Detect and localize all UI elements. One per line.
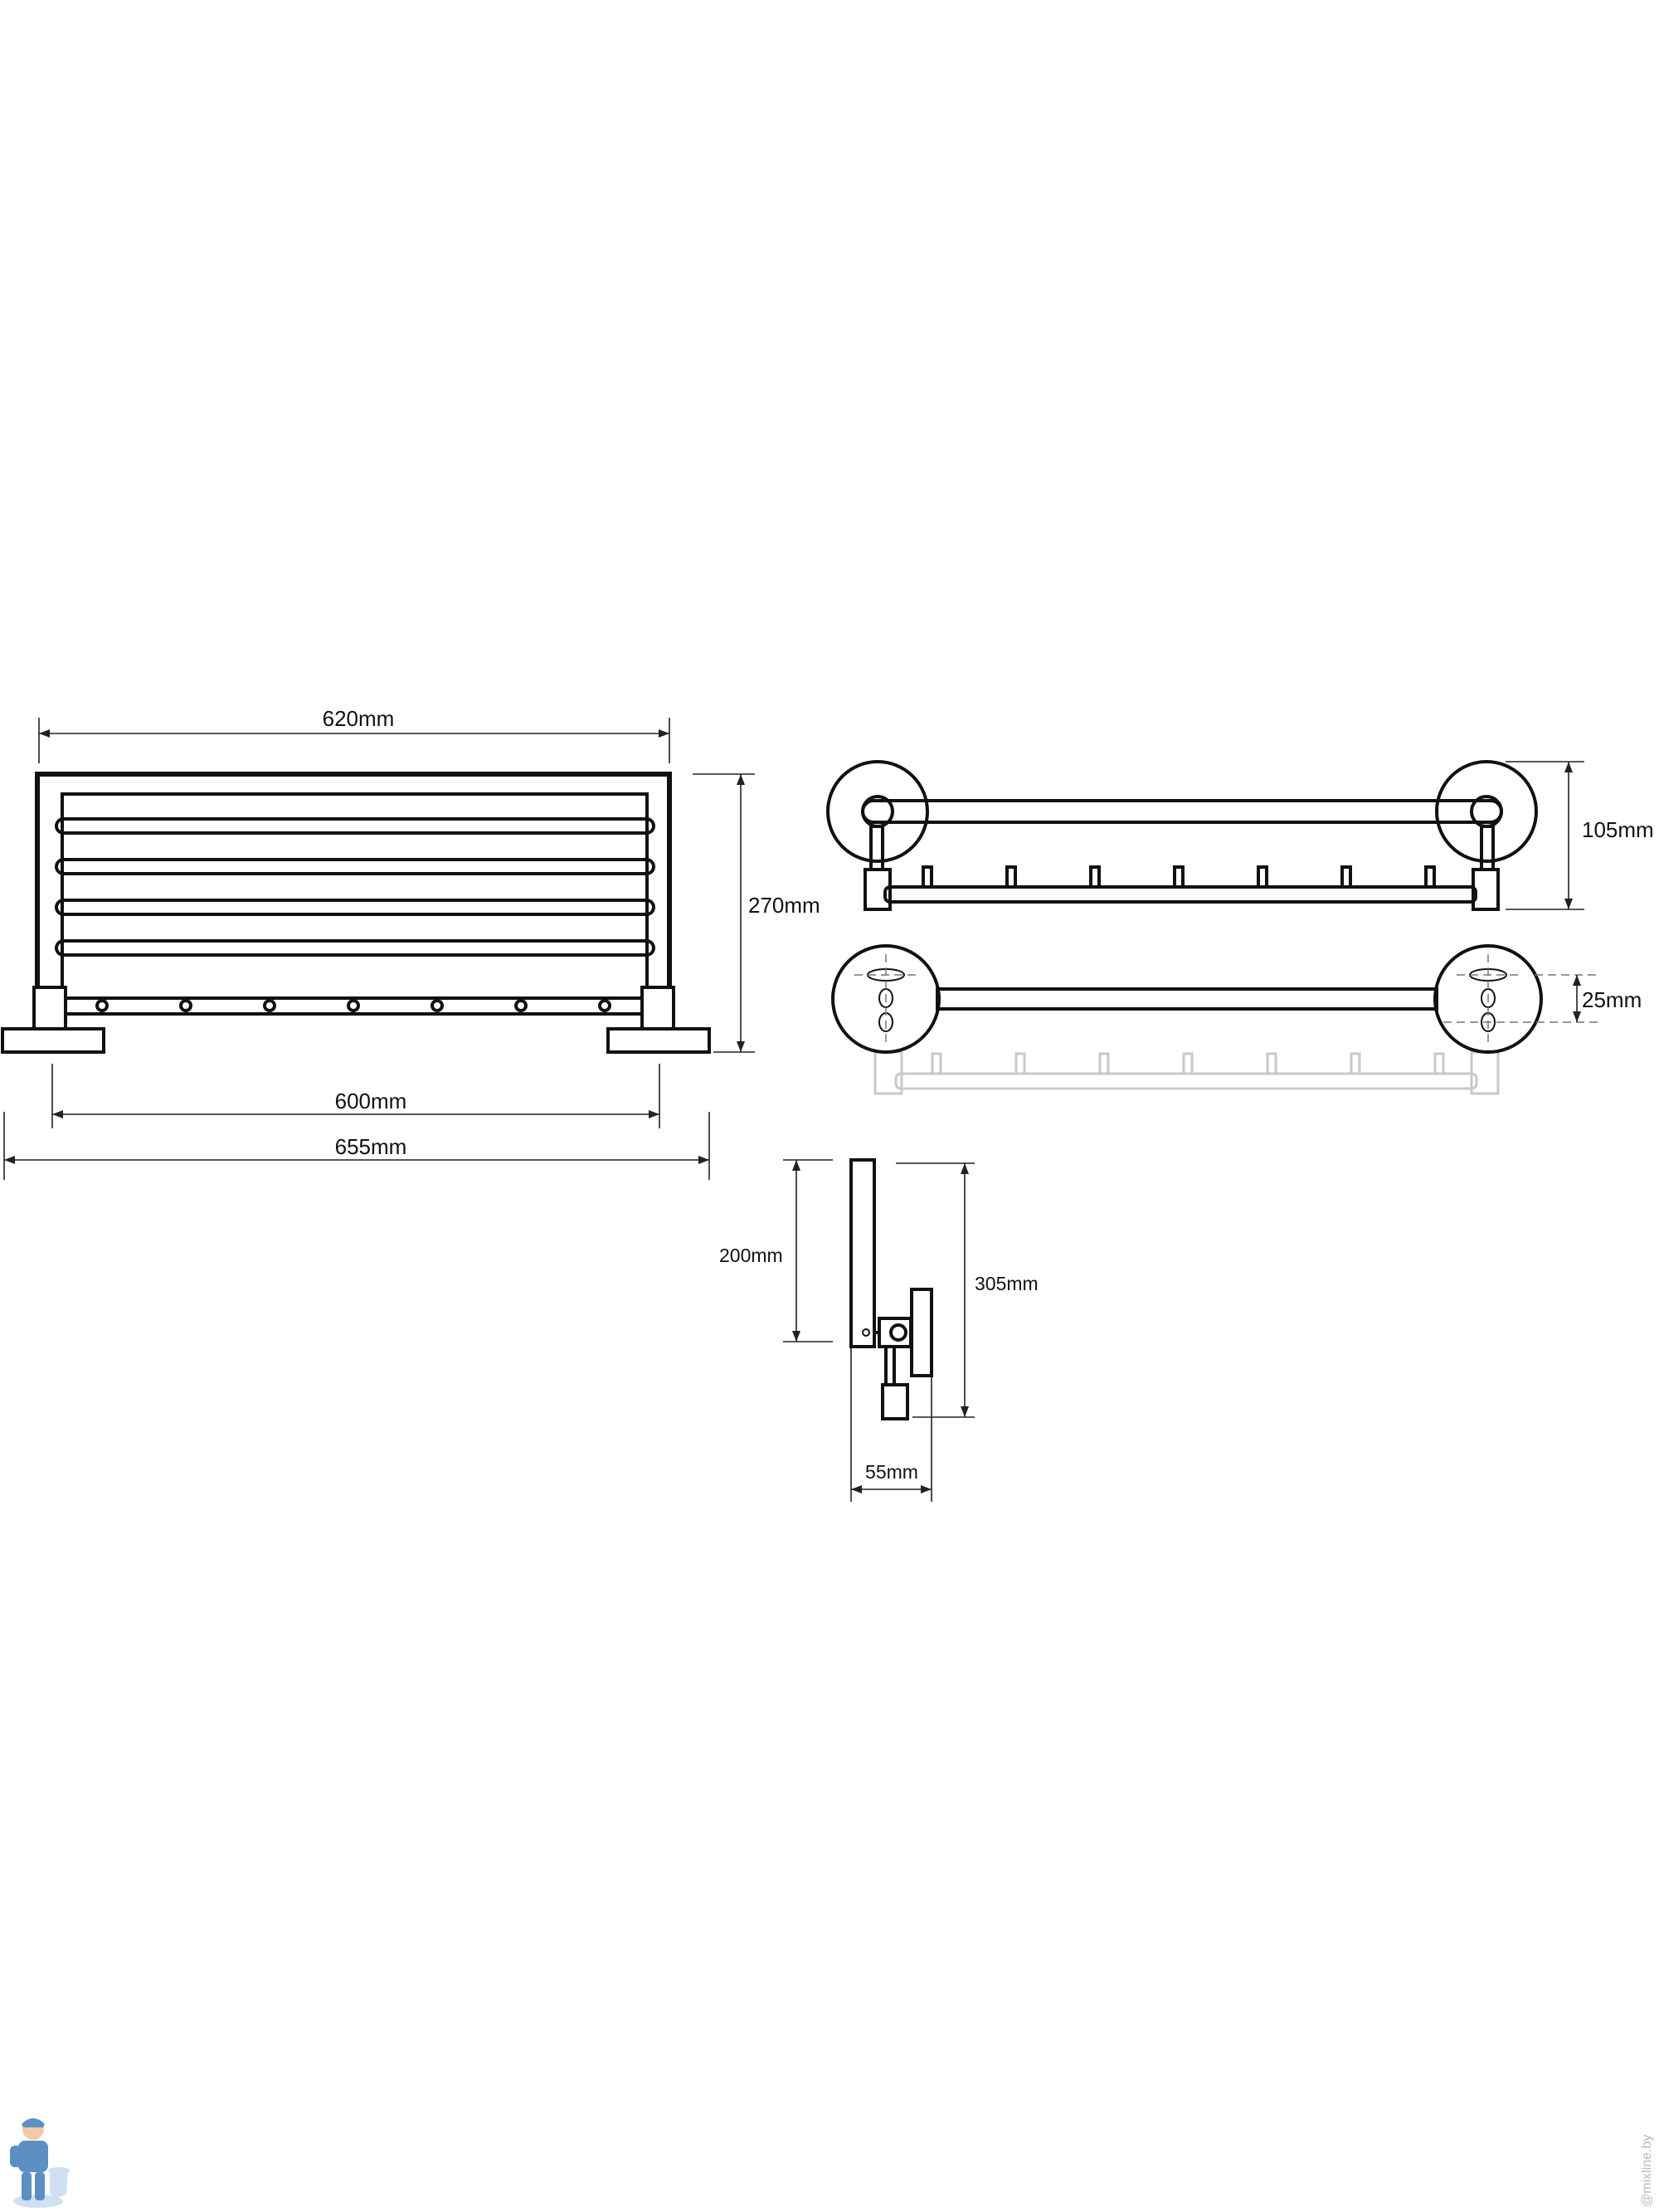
side-wall-plate — [849, 1158, 876, 1348]
front-rails — [55, 817, 655, 957]
dim-600: 600mm — [51, 1064, 660, 1128]
dim-305-label: 305mm — [975, 1273, 1039, 1294]
front-right-base — [606, 1027, 711, 1054]
dim-620-label: 620mm — [323, 706, 395, 731]
top-hook-bar — [883, 885, 1477, 904]
top-upper-bar — [861, 799, 1503, 824]
plumber-mascot-icon — [10, 2118, 70, 2208]
dim-25: 25mm — [1573, 975, 1642, 1022]
dim-25-label: 25mm — [1582, 987, 1642, 1012]
front-outer-frame — [35, 772, 672, 987]
plan-right-mount — [1443, 954, 1601, 1044]
dim-270-label: 270mm — [748, 893, 820, 918]
dim-105: 105mm — [1506, 761, 1654, 910]
plan-left-mount — [854, 954, 917, 1044]
side-view: 200mm 305mm 55mm — [719, 1158, 1039, 1502]
side-foot — [881, 1383, 909, 1420]
front-inner-frame — [61, 792, 649, 987]
front-left-leg — [32, 986, 67, 1030]
top-hooks — [922, 865, 1436, 889]
dim-105-label: 105mm — [1582, 817, 1654, 842]
dim-655: 655mm — [3, 1112, 710, 1180]
dim-200-label: 200mm — [719, 1245, 783, 1266]
front-right-leg — [640, 986, 675, 1030]
top-left-disc — [826, 760, 929, 863]
top-right-block — [1472, 868, 1500, 911]
dim-655-label: 655mm — [335, 1134, 407, 1159]
dim-55: 55mm — [850, 1348, 932, 1502]
plan-bar — [936, 987, 1438, 1011]
dim-200: 200mm — [719, 1159, 833, 1342]
top-view: 105mm — [826, 760, 1654, 911]
side-arm-ring — [889, 1323, 907, 1342]
front-hooks — [95, 999, 611, 1012]
front-hook-bar — [64, 996, 644, 1016]
plan-view: 25mm — [831, 944, 1642, 1095]
watermark-text: @mixline.by — [1640, 2135, 1654, 2207]
dim-620: 620mm — [38, 706, 670, 763]
top-left-arm — [869, 825, 884, 871]
top-right-arm — [1480, 825, 1495, 871]
plan-faint-bar — [873, 1050, 1500, 1095]
side-stem — [884, 1345, 896, 1386]
top-left-block — [864, 868, 892, 911]
dim-270: 270mm — [693, 773, 820, 1053]
dim-305: 305mm — [896, 1162, 1039, 1418]
front-view: 620mm 270mm 600mm 655mm — [1, 706, 820, 1180]
top-right-disc — [1435, 760, 1538, 863]
side-screw — [862, 1328, 870, 1337]
front-left-base — [1, 1027, 105, 1054]
dim-600-label: 600mm — [335, 1089, 407, 1113]
side-bracket-plate — [910, 1288, 933, 1377]
dim-55-label: 55mm — [865, 1461, 918, 1483]
